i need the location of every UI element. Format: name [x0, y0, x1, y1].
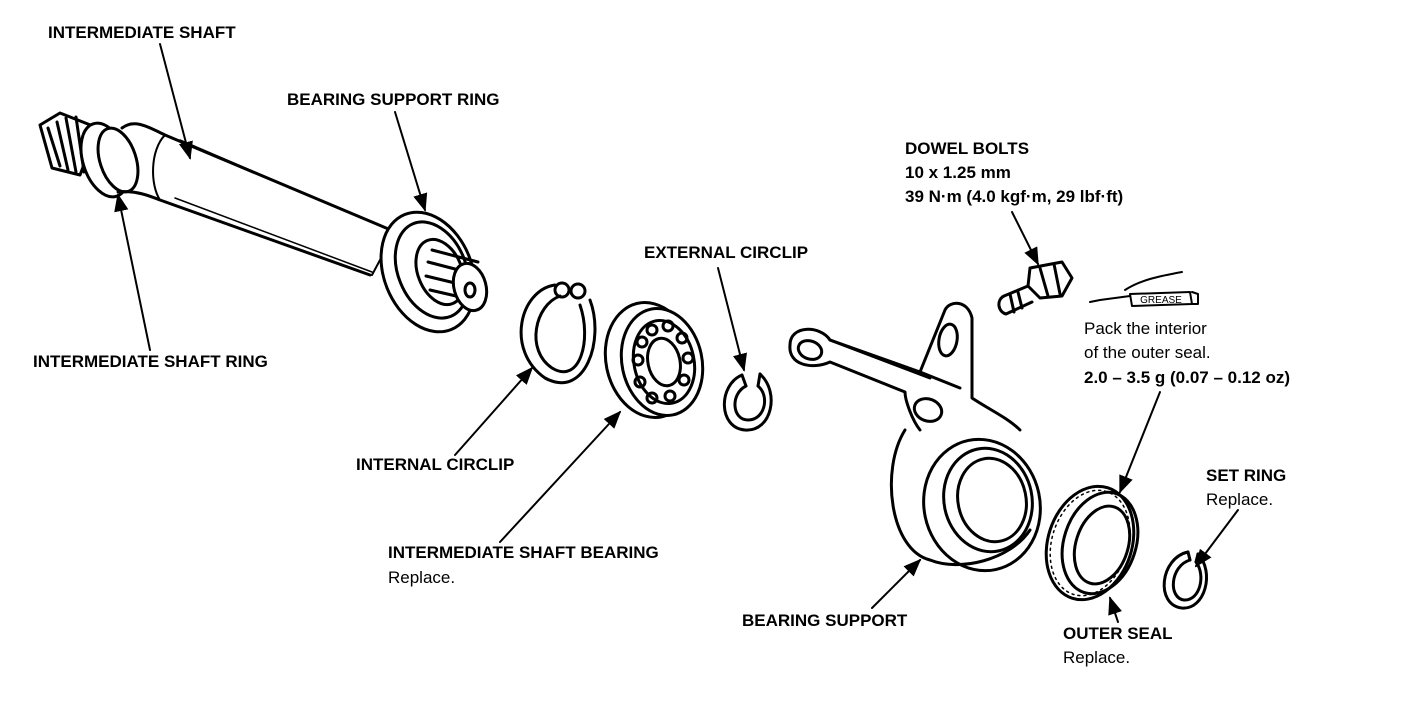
grease-tube: [1089, 271, 1199, 307]
external-circlip: [722, 372, 773, 432]
label-internal-circlip: INTERNAL CIRCLIP: [356, 455, 515, 474]
label-bearing-support: BEARING SUPPORT: [742, 611, 908, 630]
dowel-bolts-torque: 39 N·m (4.0 kgf·m, 29 lbf·ft): [905, 187, 1124, 206]
outer-seal-note: Replace.: [1063, 648, 1131, 667]
outer-seal-title: OUTER SEAL: [1063, 624, 1173, 643]
shaft-bearing-note: Replace.: [388, 568, 456, 587]
intermediate-shaft-bearing: [603, 301, 705, 419]
bearing-support: [788, 301, 1042, 573]
dowel-bolt: [997, 260, 1074, 316]
bearing-support-ring: [379, 210, 489, 334]
label-intermediate-shaft-ring: INTERMEDIATE SHAFT RING: [33, 352, 268, 371]
label-bearing-support-ring: BEARING SUPPORT RING: [287, 90, 500, 109]
intermediate-shaft: [38, 111, 400, 277]
set-ring-title: SET RING: [1206, 466, 1287, 485]
leader-lines: [114, 43, 1239, 623]
dowel-bolts-size: 10 x 1.25 mm: [905, 163, 1011, 182]
label-intermediate-shaft: INTERMEDIATE SHAFT: [48, 23, 236, 42]
shaft-bearing-title: INTERMEDIATE SHAFT BEARING: [388, 543, 659, 562]
outer-seal: [1044, 484, 1140, 602]
grease-note-amount: 2.0 – 3.5 g (0.07 – 0.12 oz): [1084, 368, 1291, 387]
internal-circlip: [519, 281, 597, 385]
grease-note-line2: of the outer seal.: [1084, 343, 1211, 362]
grease-tag: GREASE: [1140, 295, 1182, 306]
set-ring-note: Replace.: [1206, 490, 1274, 509]
grease-note-line1: Pack the interior: [1084, 319, 1207, 338]
dowel-bolts-title: DOWEL BOLTS: [905, 139, 1030, 158]
label-external-circlip: EXTERNAL CIRCLIP: [644, 243, 809, 262]
